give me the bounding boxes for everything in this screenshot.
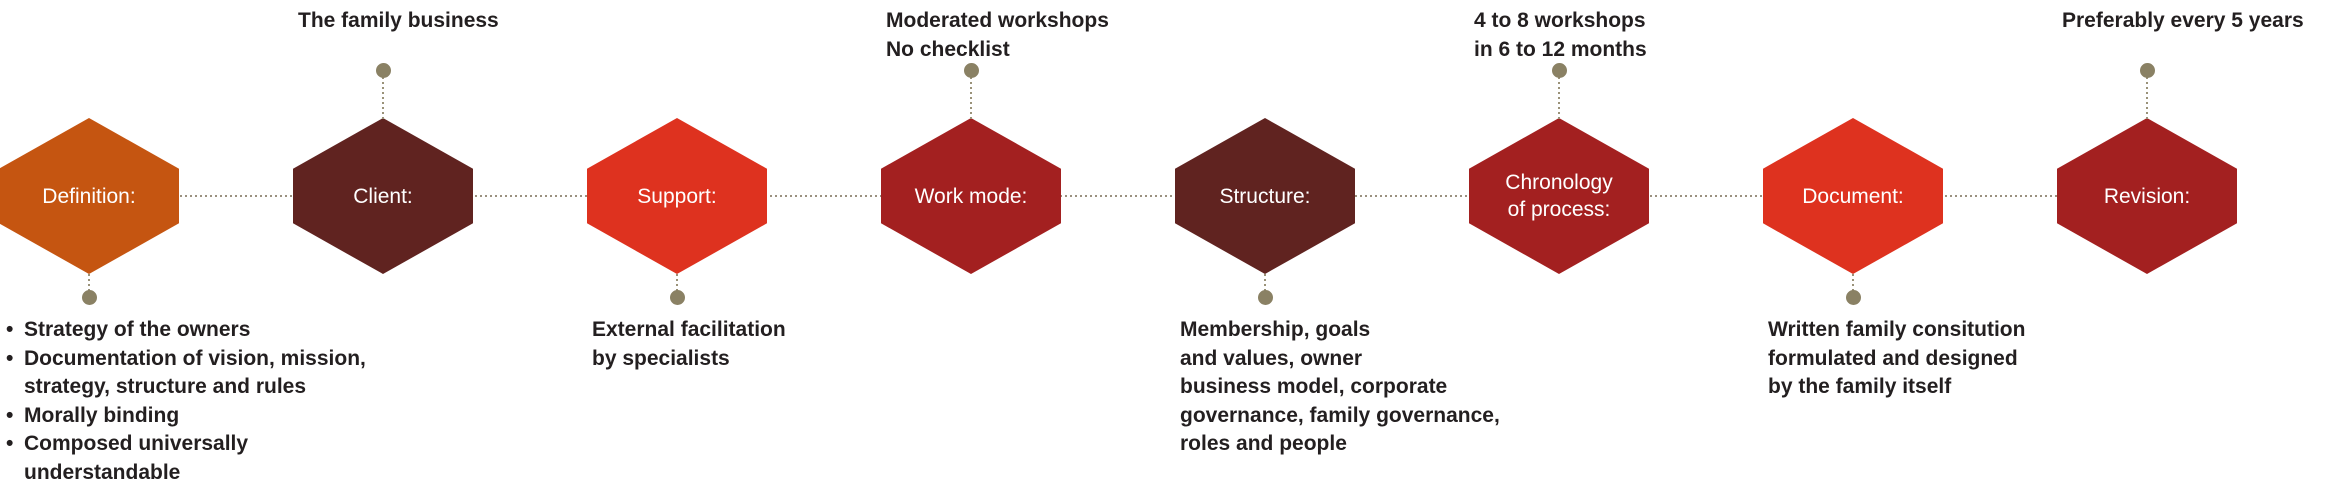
bullet-item-definition-2: Morally binding <box>4 402 366 431</box>
annotation-chronology-of-process: 4 to 8 workshops in 6 to 12 months <box>1474 9 1647 61</box>
annotation-support: External facilitation by specialists <box>592 318 786 370</box>
bullet-item-definition-1: Documentation of vision, mission, strate… <box>4 345 366 402</box>
annotation-structure: Membership, goals and values, owner busi… <box>1180 318 1500 455</box>
annotation-document: Written family consitution formulated an… <box>1768 318 2026 398</box>
timeline-dotted-line <box>0 195 2240 197</box>
hexagon-document: Document: <box>1763 118 1943 274</box>
hexagon-structure: Structure: <box>1175 118 1355 274</box>
connector-dot-work-mode <box>964 63 979 78</box>
annotation-work-mode: Moderated workshops No checklist <box>886 9 1109 61</box>
connector-stem-revision <box>2146 77 2148 120</box>
connector-dot-revision <box>2140 63 2155 78</box>
hexagon-work-mode: Work mode: <box>881 118 1061 274</box>
annotation-revision: Preferably every 5 years <box>2062 9 2304 32</box>
connector-stem-client <box>382 77 384 120</box>
hexagon-label-definition: Definition: <box>42 184 136 208</box>
connector-stem-document <box>1852 274 1854 291</box>
hexagon-label-chronology-of-process: Chronology of process: <box>1505 171 1613 221</box>
hexagon-support: Support: <box>587 118 767 274</box>
connector-dot-client <box>376 63 391 78</box>
connector-dot-support <box>670 290 685 305</box>
hexagon-label-work-mode: Work mode: <box>914 184 1028 208</box>
annotation-definition: Strategy of the ownersDocumentation of v… <box>4 316 366 487</box>
hexagon-label-client: Client: <box>353 184 413 208</box>
hexagon-label-revision: Revision: <box>2103 184 2191 208</box>
hexagon-label-structure: Structure: <box>1219 184 1311 208</box>
connector-stem-structure <box>1264 274 1266 291</box>
connector-dot-chronology-of-process <box>1552 63 1567 78</box>
bullet-item-definition-0: Strategy of the owners <box>4 316 366 345</box>
connector-stem-chronology-of-process <box>1558 77 1560 120</box>
connector-dot-structure <box>1258 290 1273 305</box>
connector-stem-support <box>676 274 678 291</box>
hexagon-client: Client: <box>293 118 473 274</box>
connector-stem-definition <box>88 274 90 291</box>
bullet-item-definition-3: Composed universally understandable <box>4 430 366 487</box>
hexagon-revision: Revision: <box>2057 118 2237 274</box>
annotation-client: The family business <box>298 9 499 32</box>
hexagon-label-document: Document: <box>1802 184 1904 208</box>
hexagon-definition: Definition: <box>0 118 179 274</box>
connector-dot-document <box>1846 290 1861 305</box>
connector-stem-work-mode <box>970 77 972 120</box>
hexagon-chronology-of-process: Chronology of process: <box>1469 118 1649 274</box>
hexagon-label-support: Support: <box>637 184 717 208</box>
connector-dot-definition <box>82 290 97 305</box>
